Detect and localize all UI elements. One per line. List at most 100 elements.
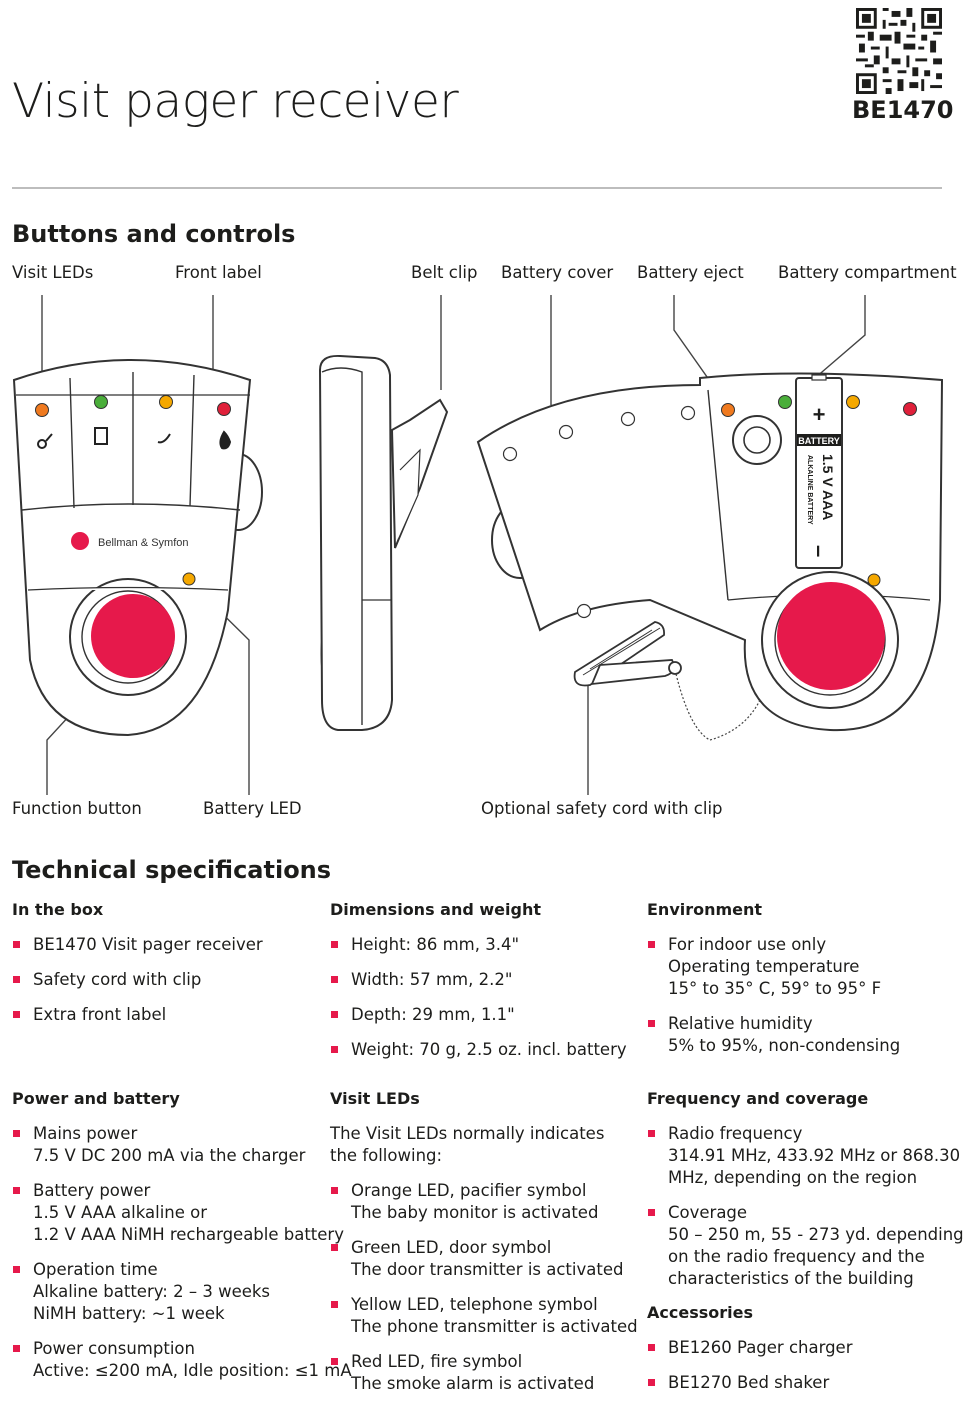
spec-item: BE1470 Visit pager receiver xyxy=(12,934,263,956)
bullet-square-icon xyxy=(648,1344,655,1351)
spec-item: Mains power 7.5 V DC 200 mA via the charg… xyxy=(12,1123,352,1167)
spec-item: BE1260 Pager charger xyxy=(647,1337,853,1359)
spec-item-line: Width: 57 mm, 2.2" xyxy=(351,970,513,989)
spec-item-line: 50 – 250 m, 55 - 273 yd. depending xyxy=(668,1225,964,1244)
bullet-square-icon xyxy=(13,1266,20,1273)
spec-item: Width: 57 mm, 2.2" xyxy=(330,969,627,991)
spec-item-line: Mains power xyxy=(33,1124,138,1143)
battery-brand: BATTERY xyxy=(798,436,840,446)
spec-item-line: Red LED, fire symbol xyxy=(351,1352,523,1371)
specs-heading: Technical specifications xyxy=(12,856,332,884)
dimensions-list: Height: 86 mm, 3.4" Width: 57 mm, 2.2" Dep… xyxy=(330,934,627,1074)
spec-item-line: BE1470 Visit pager receiver xyxy=(33,935,263,954)
bullet-square-icon xyxy=(648,941,655,948)
spec-item: Relative humidity 5% to 95%, non-condensi… xyxy=(647,1013,900,1057)
spec-item-line: Orange LED, pacifier symbol xyxy=(351,1181,587,1200)
spec-item-line: Coverage xyxy=(668,1203,748,1222)
spec-item-line: For indoor use only xyxy=(668,935,827,954)
frequency-list: Radio frequency 314.91 MHz, 433.92 MHz or… xyxy=(647,1123,964,1303)
visit-leds-intro: The Visit LEDs normally indicates the fo… xyxy=(330,1123,604,1167)
spec-item-line: Radio frequency xyxy=(668,1124,803,1143)
spec-item: Safety cord with clip xyxy=(12,969,263,991)
bullet-square-icon xyxy=(331,976,338,983)
environment-heading: Environment xyxy=(647,900,763,919)
spec-item-line: characteristics of the building xyxy=(668,1269,914,1288)
spec-item-line: MHz, depending on the region xyxy=(668,1168,918,1187)
spec-item: Radio frequency 314.91 MHz, 433.92 MHz or… xyxy=(647,1123,964,1189)
spec-item-line: The baby monitor is activated xyxy=(351,1203,599,1222)
callout-front-label: Front label xyxy=(175,263,262,282)
bullet-square-icon xyxy=(13,1130,20,1137)
spec-item-line: Battery power xyxy=(33,1181,151,1200)
dimensions-heading: Dimensions and weight xyxy=(330,900,541,919)
spec-item-line: 1.5 V AAA alkaline or xyxy=(33,1203,208,1222)
spec-item-line: Safety cord with clip xyxy=(33,970,202,989)
spec-item-line: on the radio frequency and the xyxy=(668,1247,925,1266)
spec-item: Coverage 50 – 250 m, 55 - 273 yd. dependi… xyxy=(647,1202,964,1290)
spec-item-line: 15° to 35° C, 59° to 95° F xyxy=(668,979,882,998)
callout-belt-clip: Belt clip xyxy=(411,263,478,282)
spec-item-line: 314.91 MHz, 433.92 MHz or 868.30 xyxy=(668,1146,961,1165)
spec-item-line: 5% to 95%, non-condensing xyxy=(668,1036,901,1055)
spec-item-line: Depth: 29 mm, 1.1" xyxy=(351,1005,515,1024)
visit-leds-intro-line: the following: xyxy=(330,1146,443,1165)
spec-item-line: Alkaline battery: 2 – 3 weeks xyxy=(33,1282,271,1301)
in-the-box-heading: In the box xyxy=(12,900,104,919)
spec-item-line: The smoke alarm is activated xyxy=(351,1374,595,1393)
safety-cord-clip xyxy=(573,621,682,687)
bullet-square-icon xyxy=(331,1301,338,1308)
spec-item-line: Green LED, door symbol xyxy=(351,1238,552,1257)
qr-code xyxy=(856,8,942,94)
page-title: Visit pager receiver xyxy=(12,74,459,129)
frequency-heading: Frequency and coverage xyxy=(647,1089,869,1108)
spec-item: Height: 86 mm, 3.4" xyxy=(330,934,627,956)
back-view xyxy=(476,372,944,732)
bullet-square-icon xyxy=(13,1345,20,1352)
callout-function-button: Function button xyxy=(12,799,142,818)
bullet-square-icon xyxy=(648,1209,655,1216)
callout-safety-cord: Optional safety cord with clip xyxy=(481,799,723,818)
spec-item-line: Extra front label xyxy=(33,1005,167,1024)
bullet-square-icon xyxy=(331,941,338,948)
bullet-square-icon xyxy=(648,1130,655,1137)
spec-item-line: The phone transmitter is activated xyxy=(351,1317,638,1336)
spec-item-line: 7.5 V DC 200 mA via the charger xyxy=(33,1146,306,1165)
product-code: BE1470 xyxy=(852,96,954,124)
spec-item-line: Active: ≤200 mA, Idle position: ≤1 mA xyxy=(33,1361,352,1380)
spec-item-line: BE1270 Bed shaker xyxy=(668,1373,830,1392)
bullet-square-icon xyxy=(331,1358,338,1365)
spec-item: Depth: 29 mm, 1.1" xyxy=(330,1004,627,1026)
device-logo-text: Bellman & Symfon xyxy=(98,537,188,549)
power-heading: Power and battery xyxy=(12,1089,180,1108)
bullet-square-icon xyxy=(13,1187,20,1194)
bullet-square-icon xyxy=(331,1011,338,1018)
battery-minus: – xyxy=(807,545,832,557)
bullet-square-icon xyxy=(331,1187,338,1194)
bullet-square-icon xyxy=(13,976,20,983)
spec-item-line: Height: 86 mm, 3.4" xyxy=(351,935,520,954)
bullet-square-icon xyxy=(13,941,20,948)
accessories-heading: Accessories xyxy=(647,1303,753,1322)
spec-item-line: BE1260 Pager charger xyxy=(668,1338,853,1357)
device-diagram: Bellman & Symfon + BATTERY 1.5 V AAA ALK… xyxy=(12,295,944,795)
spec-item-line: Operation time xyxy=(33,1260,158,1279)
callout-battery-cover: Battery cover xyxy=(501,263,614,282)
side-view xyxy=(318,354,449,731)
bullet-square-icon xyxy=(331,1244,338,1251)
battery-type: ALKALINE BATTERY xyxy=(806,455,813,525)
callout-battery-eject: Battery eject xyxy=(637,263,744,282)
buttons-heading: Buttons and controls xyxy=(12,220,296,248)
bullet-square-icon xyxy=(648,1020,655,1027)
spec-item-line: Relative humidity xyxy=(668,1014,813,1033)
